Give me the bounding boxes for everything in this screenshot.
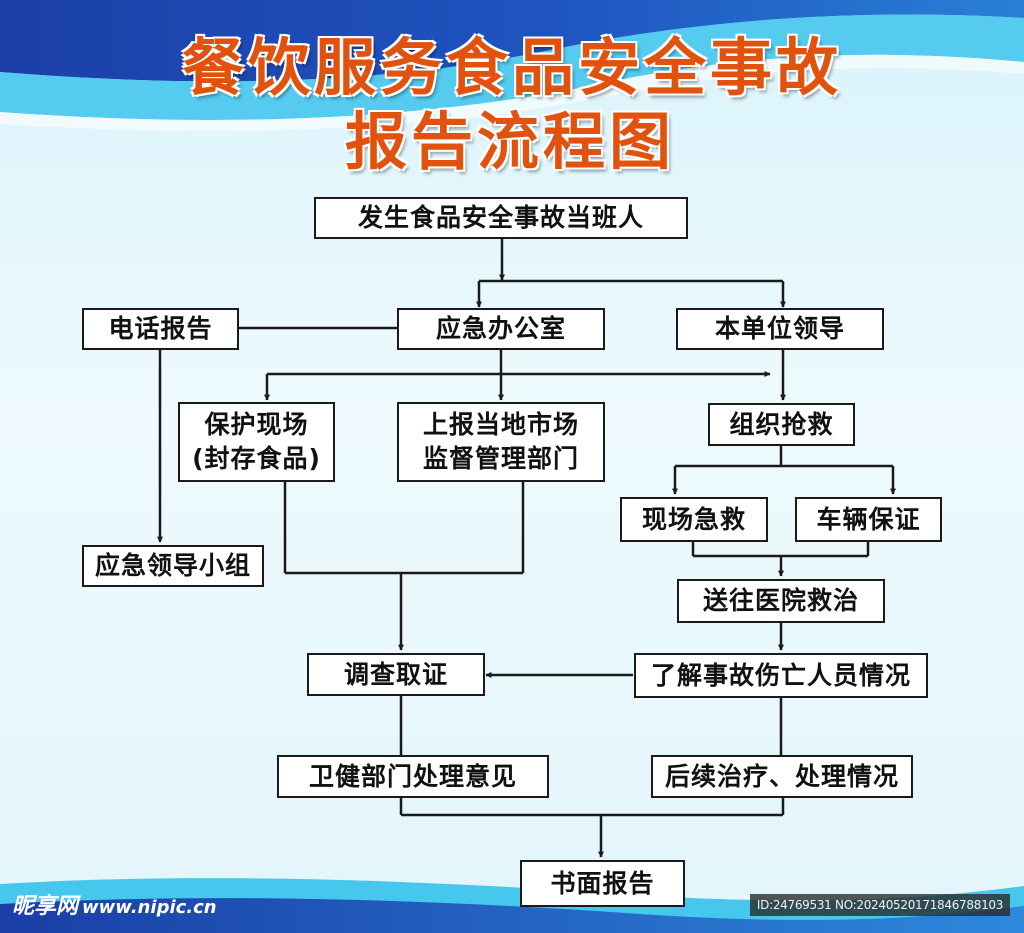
node-protect-scene: 保护现场 (封存食品) [178,402,335,482]
node-follow-up-treatment: 后续治疗、处理情况 [651,755,913,798]
node-onsite-first-aid: 现场急救 [620,497,768,542]
title-line-2: 报告流程图 [344,105,675,178]
node-health-dept-opinion: 卫健部门处理意见 [277,755,549,798]
node-emergency-office: 应急办公室 [397,308,605,350]
bottom-dark-band [0,898,1024,933]
watermark-brand-name: 昵享网 [12,894,79,919]
node-casualty-status: 了解事故伤亡人员情况 [634,653,928,698]
watermark-id: ID:24769531 NO:20240520171846788103 [750,894,1010,916]
node-vehicle-support: 车辆保证 [795,497,942,542]
top-light-wave [0,14,1024,120]
top-dark-band [0,0,1024,82]
title-line-1: 餐饮服务食品安全事故 [181,31,842,104]
node-on-duty: 发生食品安全事故当班人 [314,197,688,239]
node-organize-rescue: 组织抢救 [708,403,855,446]
node-send-to-hospital: 送往医院救治 [677,579,885,623]
watermark-site: www.nipic.cn [82,897,217,918]
node-phone-report: 电话报告 [82,308,239,350]
node-investigation: 调查取证 [307,653,485,696]
node-report-market-supervision: 上报当地市场 监督管理部门 [397,402,605,482]
node-written-report: 书面报告 [520,860,685,907]
top-white-streak [0,54,1024,132]
node-unit-leader: 本单位领导 [676,308,884,350]
node-emergency-leading-group: 应急领导小组 [82,545,264,587]
